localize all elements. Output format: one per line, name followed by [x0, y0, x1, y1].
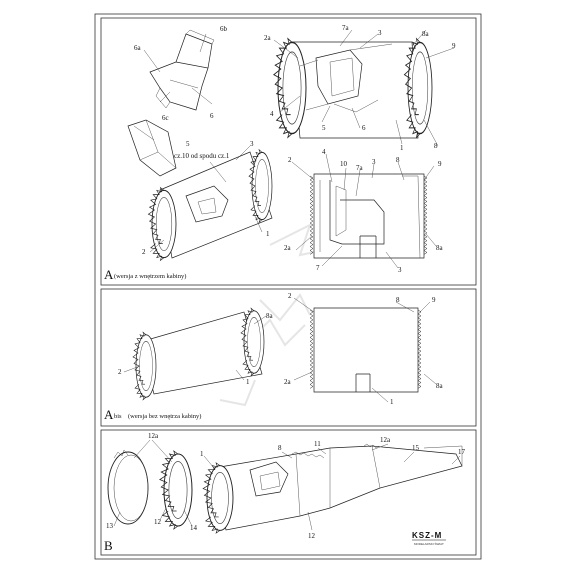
b-label-14: 14 — [190, 524, 198, 532]
label-3-top: 3 — [378, 29, 382, 37]
cabin-assembly-top — [273, 37, 433, 139]
label-1-top: 1 — [400, 144, 404, 152]
label-3-left: 3 — [250, 140, 254, 148]
label-7a-top: 7a — [342, 24, 350, 32]
label-8a-flat: 8a — [436, 244, 444, 252]
panel-a-letter: A — [104, 267, 114, 282]
abis-label-2-flat: 2 — [288, 292, 292, 300]
panel-a: 6b 6a 6c 6 5 2a 7a 3 8a 9 4 5 6 1 8 cz.1… — [100, 17, 477, 286]
label-8a-top: 8a — [422, 30, 430, 38]
ring-13 — [107, 449, 149, 525]
label-9-top: 9 — [452, 42, 456, 50]
fuselage-cylinder-abis — [132, 307, 265, 401]
fuselage-cylinder-a — [147, 149, 273, 261]
label-3-flat: 3 — [372, 158, 376, 166]
flat-layout-abis — [309, 307, 422, 393]
b-label-12-bottom: 12 — [308, 532, 316, 540]
logo-text: KSZ-M — [412, 531, 442, 540]
panel-abis-suffix: bis — [114, 413, 122, 420]
b-label-8: 8 — [278, 444, 282, 452]
label-10-flat: 10 — [340, 160, 348, 168]
label-3-flat-bottom: 3 — [398, 266, 402, 274]
abis-label-1: 1 — [246, 378, 250, 386]
leaders-a — [133, 29, 455, 269]
logo-subtext: MODELARSKI ŚWIAT — [414, 541, 444, 546]
abis-label-9-flat: 9 — [432, 296, 436, 304]
leaders-abis — [123, 297, 437, 403]
leaders-b — [113, 439, 461, 531]
abis-label-8a-flat: 8a — [436, 382, 444, 390]
panel-b: 12a 1 8 11 12a 15 17 13 12 14 12 B KSZ-M… — [100, 429, 477, 556]
label-6: 6 — [210, 112, 214, 120]
panel-abis-frame — [100, 288, 477, 427]
panel-b-letter: B — [104, 538, 113, 553]
label-7a-flat: 7a — [356, 164, 364, 172]
label-2a-flat: 2a — [284, 244, 292, 252]
label-8-flat: 8 — [396, 156, 400, 164]
b-label-12-left: 12 — [154, 518, 162, 526]
label-6c: 6c — [162, 114, 169, 122]
label-8-top: 8 — [434, 142, 438, 150]
abis-label-2: 2 — [118, 368, 122, 376]
panel-b-frame — [100, 429, 477, 556]
b-label-1: 1 — [200, 450, 204, 458]
label-9-flat: 9 — [438, 160, 442, 168]
panel-a-frame — [100, 17, 477, 286]
b-label-17: 17 — [458, 448, 466, 456]
ring-14 — [159, 450, 193, 530]
label-1-left: 1 — [266, 230, 270, 238]
label-5-mid: 5 — [322, 124, 326, 132]
label-2a-top: 2a — [264, 34, 272, 42]
label-2-left: 2 — [142, 248, 146, 256]
fuselage-cone — [202, 443, 463, 534]
label-4-flat: 4 — [322, 148, 326, 156]
label-5: 5 — [186, 140, 190, 148]
label-6b: 6b — [220, 25, 228, 33]
abis-label-2a-flat: 2a — [284, 378, 292, 386]
label-4-top: 4 — [270, 110, 274, 118]
panel-abis: 8a 2 1 2 8 9 2a 8a 1 A bis (wersja bez w… — [100, 288, 477, 427]
abis-label-1-flat: 1 — [390, 398, 394, 406]
label-6-mid: 6 — [362, 124, 366, 132]
abis-label-8-flat: 8 — [396, 296, 400, 304]
watermark — [219, 223, 326, 407]
b-label-12a-left: 12a — [148, 432, 159, 440]
b-label-12a-right: 12a — [380, 436, 391, 444]
label-6a: 6a — [134, 44, 142, 52]
panel-abis-letter: A — [104, 407, 114, 422]
flat-layout-a — [309, 173, 428, 259]
abis-label-8a: 8a — [266, 312, 274, 320]
assembly-note: cz.10 od spodu cz.1 — [174, 152, 230, 160]
label-2-flat: 2 — [288, 156, 292, 164]
seat-drawing — [149, 29, 215, 111]
label-7-flat: 7 — [316, 264, 320, 272]
page-frame — [94, 13, 482, 560]
b-label-15: 15 — [412, 444, 420, 452]
panel-a-caption: (wersja z wnętrzem kabiny) — [114, 273, 186, 280]
publisher-logo: KSZ-M MODELARSKI ŚWIAT — [412, 531, 446, 546]
headrest-block — [127, 119, 177, 177]
b-label-13: 13 — [106, 522, 114, 530]
panel-abis-caption: (wersja bez wnętrza kabiny) — [128, 413, 201, 420]
b-label-11: 11 — [314, 440, 321, 448]
